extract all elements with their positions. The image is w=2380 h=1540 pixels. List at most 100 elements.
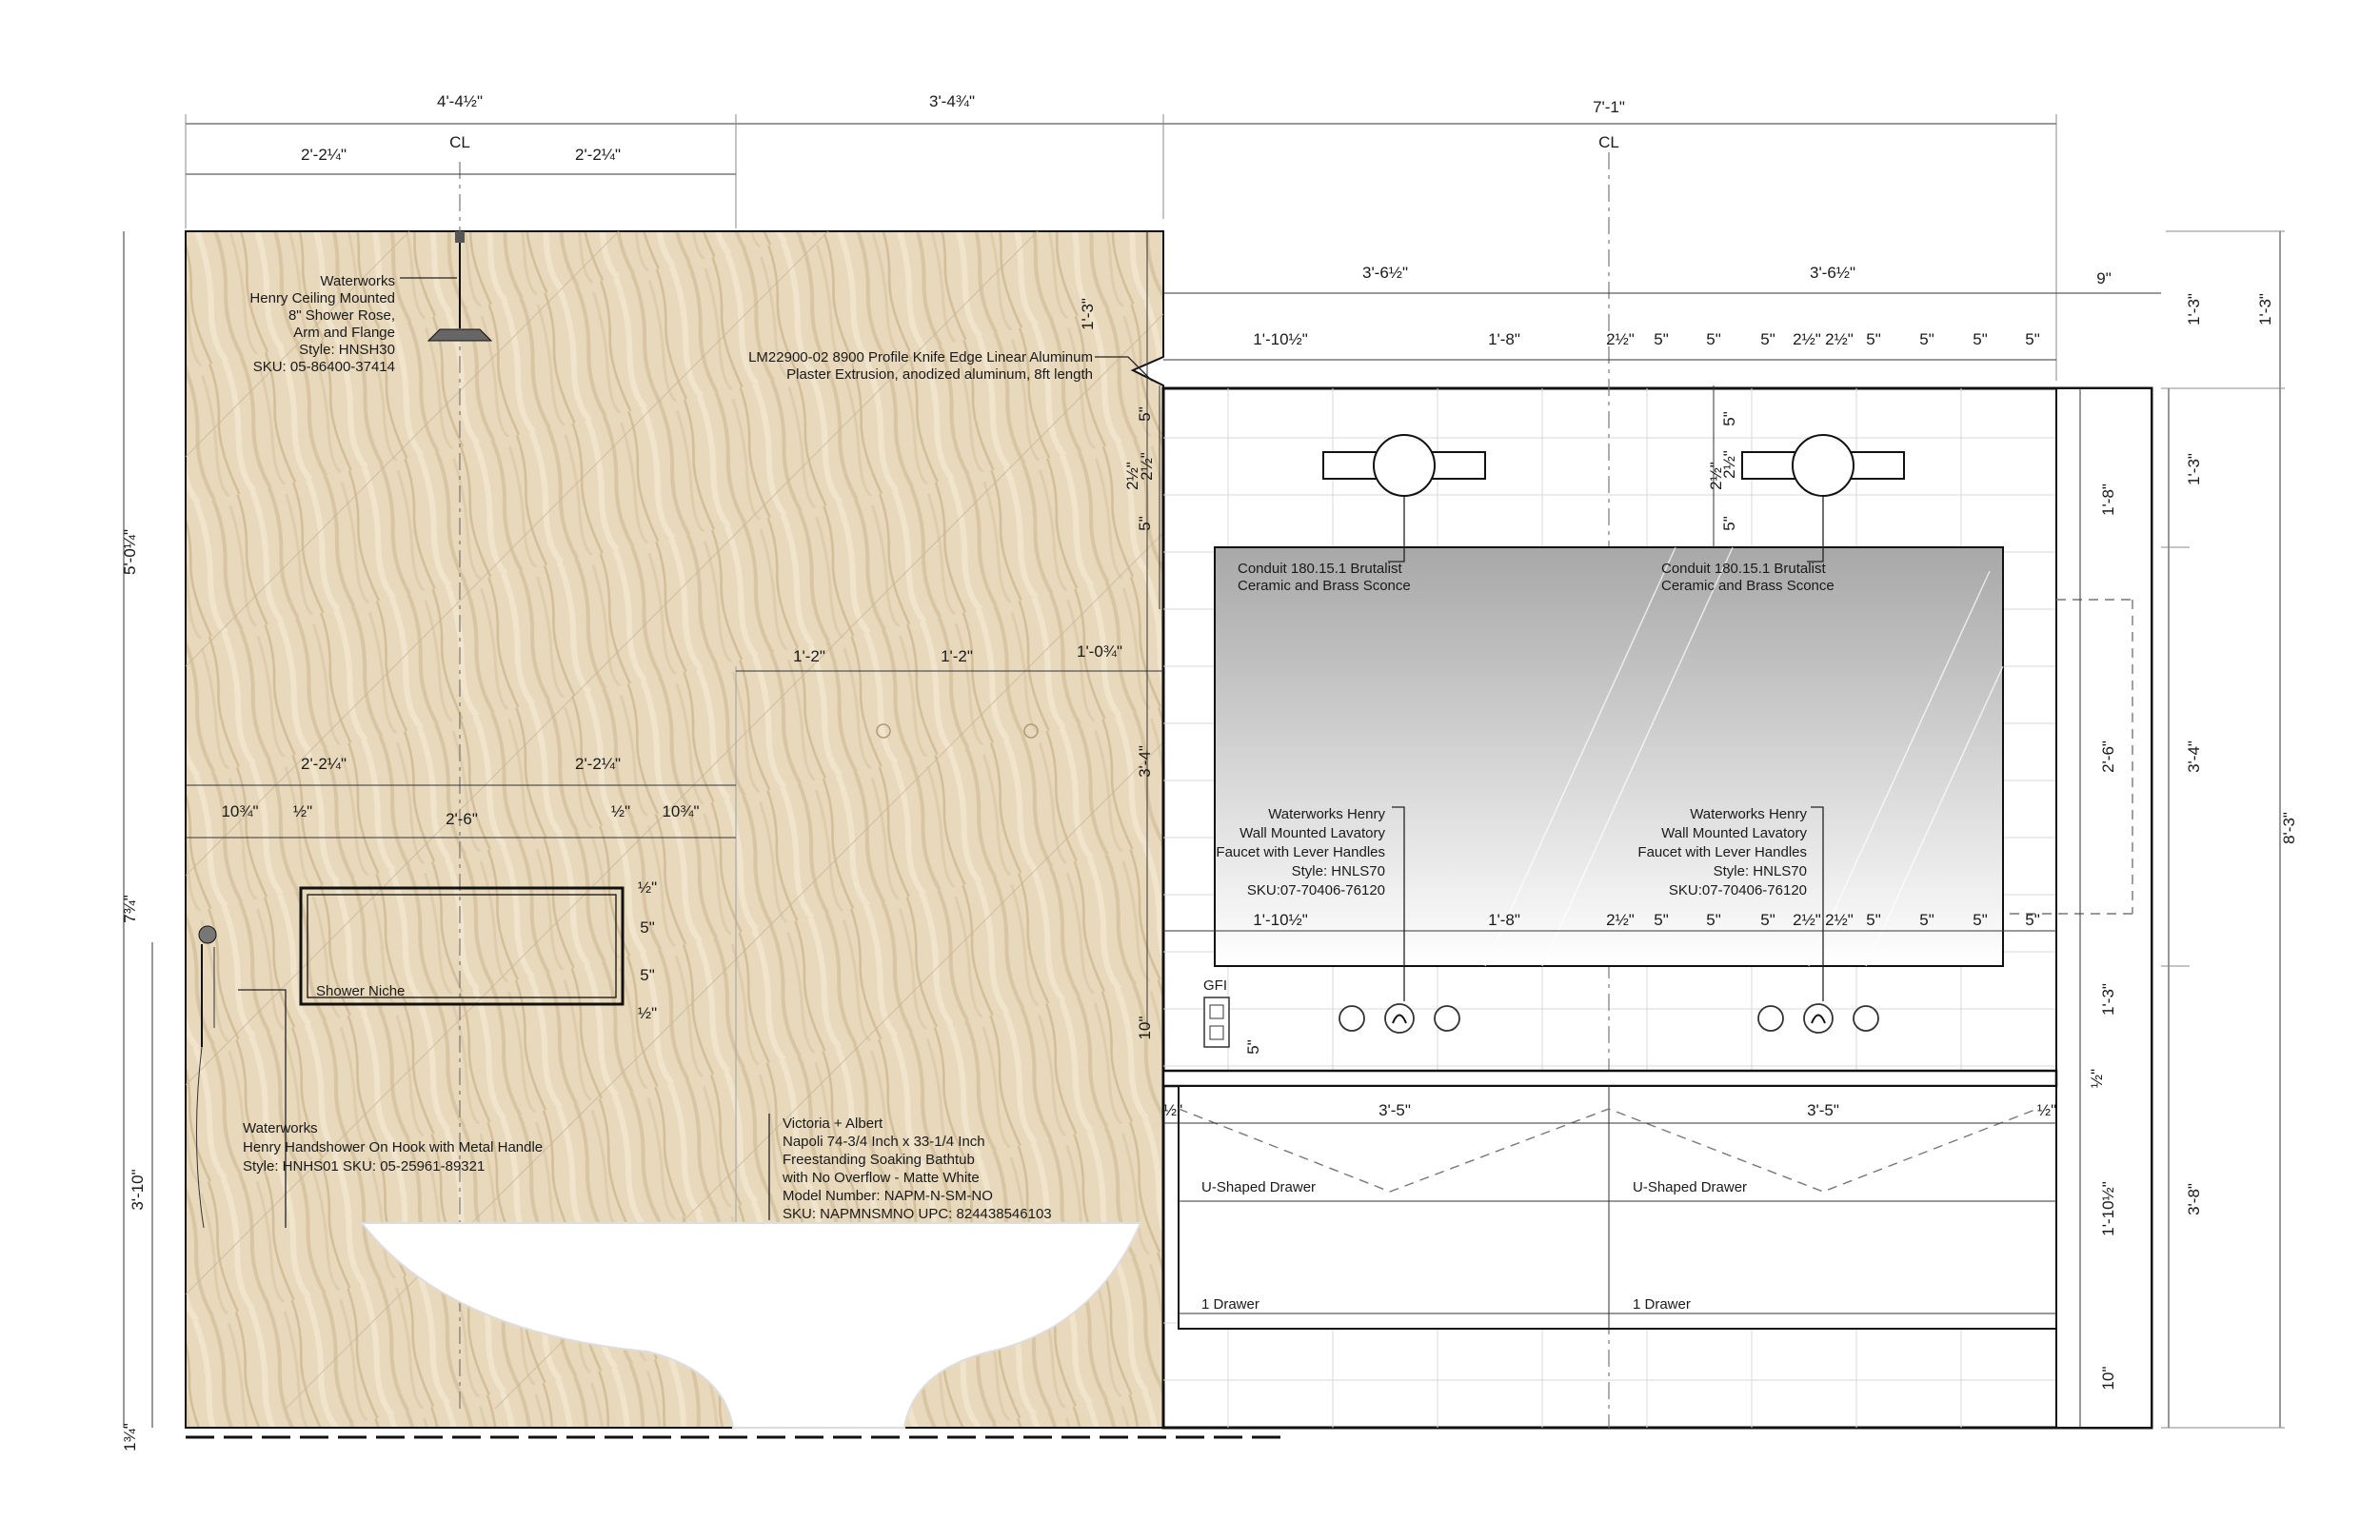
dim-vanity-right: 3'-6½" (1810, 264, 1855, 282)
shower-niche (299, 886, 625, 1006)
dim-ml-3: 5" (1720, 516, 1738, 531)
dim-cab-2: 3'-5" (1807, 1101, 1839, 1119)
mirror (1214, 546, 2004, 967)
dim-sr-4: 5" (1136, 516, 1154, 531)
top-dimensions: 4'-4½" 3'-4¾" 7'-1" 2'-2¼" 2'-2¼" 3'-6½"… (301, 92, 2112, 287)
sconce-left (1322, 434, 1486, 497)
dim-rm-1: 1'-3" (2185, 453, 2203, 485)
svg-text:8" Shower Rose,: 8" Shower Rose, (288, 307, 395, 324)
svg-text:Freestanding Soaking Bathtub: Freestanding Soaking Bathtub (783, 1152, 975, 1168)
svg-text:with No Overflow - Matte White: with No Overflow - Matte White (782, 1170, 980, 1186)
dim-sr-3: 2½" (1138, 452, 1156, 481)
dim-sconce-9: 5" (1919, 330, 1934, 348)
dim-niche-vert-2: 5" (640, 966, 655, 984)
dim-faucet-0: 1'-10½" (1253, 911, 1307, 929)
faucet-row-dimensions: 1'-10½" 1'-8" 2½" 5" 5" 5" 2½" 2½" 5" 5"… (1253, 911, 2039, 929)
svg-text:Style: HNLS70: Style: HNLS70 (1292, 863, 1385, 879)
dim-rm-0: 1'-3" (2185, 293, 2203, 326)
dim-ri-4: 1'-10½" (2099, 1181, 2117, 1235)
dim-niche-lower-4: 10¾" (662, 802, 699, 820)
svg-text:Style: HNSH30: Style: HNSH30 (299, 342, 395, 358)
dim-faucet-10: 5" (1973, 911, 1988, 929)
shower-fixtures (186, 231, 1285, 1439)
dim-faucet-5: 5" (1760, 911, 1775, 929)
dim-ml-1: 2½" (1707, 462, 1725, 490)
dim-niche-lower-3: ½" (611, 802, 630, 820)
dimension-lines (123, 114, 2285, 1429)
dim-shower-left: 2'-2¼" (301, 146, 347, 164)
dim-sr-1: 5" (1136, 406, 1154, 422)
dim-ri-5: 10" (2099, 1367, 2117, 1391)
label-drawer-lower-left: 1 Drawer (1201, 1296, 1259, 1313)
svg-text:Waterworks Henry: Waterworks Henry (1690, 806, 1807, 822)
dim-rm-2: 3'-4" (2185, 740, 2203, 773)
dim-top-vanity: 7'-1" (1593, 98, 1625, 116)
svg-text:Waterworks: Waterworks (243, 1120, 318, 1136)
svg-text:Conduit 180.15.1 Brutalist: Conduit 180.15.1 Brutalist (1238, 561, 1402, 577)
cabinet-dimensions: ½" 3'-5" 3'-5" ½" (1163, 1101, 2056, 1119)
dim-ri-3: ½" (2088, 1069, 2106, 1088)
note-shower-head: Waterworks Henry Ceiling Mounted 8" Show… (249, 273, 395, 375)
svg-text:Ceramic and Brass Sconce: Ceramic and Brass Sconce (1238, 578, 1411, 594)
svg-text:Faucet with Lever Handles: Faucet with Lever Handles (1637, 844, 1807, 860)
dim-valve-0: 1'-2" (793, 647, 825, 665)
dim-niche-upper-0: 2'-2¼" (301, 755, 347, 773)
dim-vanity-side: 9" (2096, 269, 2112, 287)
svg-text:Plaster Extrusion, anodized al: Plaster Extrusion, anodized aluminum, 8f… (786, 366, 1093, 383)
faucet-left (1339, 1003, 1460, 1034)
dim-ml-2: 2½" (1720, 450, 1738, 479)
dim-sconce-2: 2½" (1606, 330, 1635, 348)
vanity-cabinet (1161, 1069, 2058, 1330)
dim-faucet-3: 5" (1654, 911, 1669, 929)
dim-sconce-6: 2½" (1793, 330, 1821, 348)
svg-text:Style: HNLS70: Style: HNLS70 (1714, 863, 1807, 879)
svg-text:Waterworks: Waterworks (320, 273, 395, 289)
dim-ri-0: 1'-8" (2099, 484, 2117, 516)
dim-sconce-1: 1'-8" (1488, 330, 1520, 348)
dim-ro-1: 8'-3" (2280, 812, 2298, 844)
svg-text:Ceramic and Brass Sconce: Ceramic and Brass Sconce (1661, 578, 1835, 594)
dim-vanity-left: 3'-6½" (1362, 264, 1408, 282)
dim-sr-5: 3'-4" (1136, 745, 1154, 778)
dim-left-2: 3'-10" (129, 1169, 147, 1210)
dim-cab-1: 3'-5" (1378, 1101, 1411, 1119)
dim-sconce-11: 5" (2025, 330, 2040, 348)
shower-right-vertical-dimensions: 1'-3" 5" 2½" 2½" 5" 3'-4" 10" (1079, 298, 1156, 1039)
dim-valve-2: 1'-0¾" (1077, 642, 1122, 661)
dim-ml-0: 5" (1720, 411, 1738, 426)
dim-sconce-4: 5" (1706, 330, 1721, 348)
note-handshower: Waterworks Henry Handshower On Hook with… (243, 1120, 543, 1175)
svg-text:SKU:07-70406-76120: SKU:07-70406-76120 (1247, 882, 1385, 898)
dim-niche-vert-3: ½" (638, 1004, 657, 1022)
label-drawer-upper-left: U-Shaped Drawer (1201, 1179, 1316, 1195)
sconce-row-dimensions: 1'-10½" 1'-8" 2½" 5" 5" 5" 2½" 2½" 5" 5"… (1253, 330, 2039, 348)
dim-faucet-4: 5" (1706, 911, 1721, 929)
valve-marks (876, 723, 1039, 739)
svg-text:Wall Mounted Lavatory: Wall Mounted Lavatory (1661, 825, 1807, 841)
note-extrusion: LM22900-02 8900 Profile Knife Edge Linea… (748, 349, 1093, 383)
note-bathtub: Victoria + Albert Napoli 74-3/4 Inch x 3… (782, 1116, 1052, 1222)
dim-ri-1: 2'-6" (2099, 740, 2117, 773)
dim-ri-2: 1'-3" (2099, 983, 2117, 1016)
svg-text:Napoli 74-3/4 Inch x 33-1/4 In: Napoli 74-3/4 Inch x 33-1/4 Inch (783, 1134, 985, 1150)
svg-text:SKU:07-70406-76120: SKU:07-70406-76120 (1669, 882, 1807, 898)
valve-dimensions: 1'-2" 1'-2" 1'-0¾" (793, 642, 1122, 665)
dim-left-1: 7¾" (121, 895, 139, 923)
dim-faucet-9: 5" (1919, 911, 1934, 929)
svg-text:Henry Ceiling Mounted: Henry Ceiling Mounted (249, 290, 395, 306)
travertine-panel (185, 230, 1164, 1429)
note-faucet-right: Waterworks Henry Wall Mounted Lavatory F… (1637, 806, 1807, 898)
leader-lines (238, 277, 1824, 1228)
left-vertical-dimensions: 5'-0¼" 7¾" 3'-10" 1¾" (121, 529, 147, 1451)
label-drawer-lower-right: 1 Drawer (1633, 1296, 1691, 1313)
handshower (195, 925, 217, 1229)
dim-niche-vert-1: 5" (640, 918, 655, 937)
note-gfi: GFI (1203, 977, 1227, 994)
dim-gfi: 5" (1244, 1039, 1262, 1055)
dim-faucet-7: 2½" (1825, 911, 1854, 929)
sconce-right (1741, 434, 1905, 497)
svg-text:Waterworks Henry: Waterworks Henry (1268, 806, 1385, 822)
mirror-left-vertical-dimensions: 5" 2½" 2½" 5" 5" (1244, 411, 1738, 1055)
note-faucet-left: Waterworks Henry Wall Mounted Lavatory F… (1216, 806, 1385, 898)
dim-niche-lower-0: 10¾" (221, 802, 258, 820)
